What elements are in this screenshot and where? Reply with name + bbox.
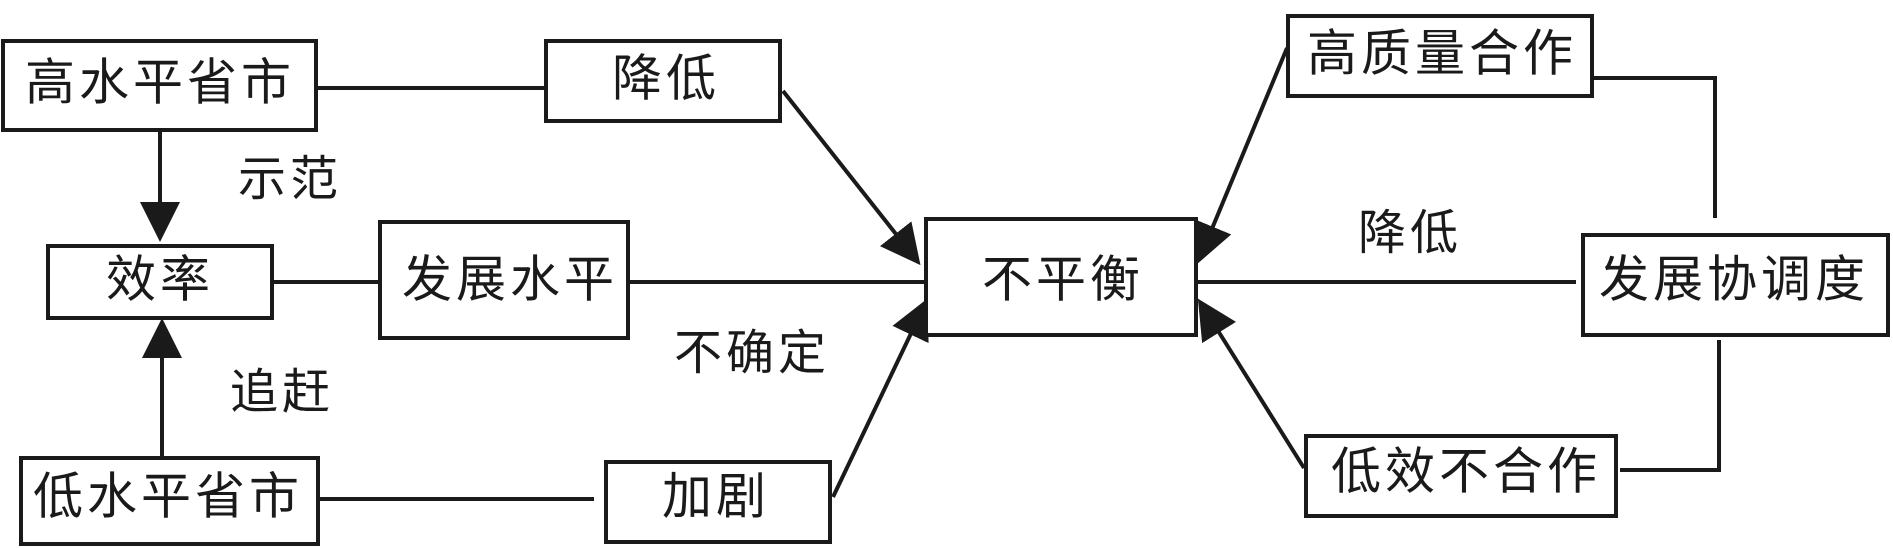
label-catch-up: 追赶	[230, 364, 334, 420]
node-high-quality-coop-label: 高质量合作	[1307, 25, 1577, 83]
node-efficiency-label: 效率	[106, 251, 214, 309]
arrow-aggravate-to-imbalance	[831, 298, 929, 498]
node-aggravate-label: 加剧	[662, 468, 770, 526]
node-dev-level-label: 发展水平	[402, 251, 618, 309]
node-low-province: 低水平省市	[19, 456, 320, 546]
label-demonstration: 示范	[238, 151, 342, 207]
node-high-province-label: 高水平省市	[25, 54, 295, 112]
node-dev-level: 发展水平	[378, 220, 630, 340]
node-efficiency: 效率	[46, 244, 274, 320]
node-high-province: 高水平省市	[1, 39, 318, 132]
label-reduce-right: 降低	[1358, 205, 1462, 261]
node-aggravate: 加剧	[604, 460, 832, 544]
label-uncertain: 不确定	[674, 325, 830, 381]
edge-coordination-to-lowefficiency	[1620, 340, 1721, 472]
node-reduce-top-label: 降低	[612, 50, 720, 108]
arrow-lowefficiency-to-imbalance	[1197, 298, 1306, 470]
node-high-quality-coop: 高质量合作	[1286, 14, 1594, 98]
edge-coordination-to-highquality	[1590, 76, 1717, 218]
node-imbalance-label: 不平衡	[982, 251, 1144, 309]
arrow-reduce-to-imbalance	[781, 89, 921, 266]
node-low-efficiency-noncoop: 低效不合作	[1304, 434, 1618, 518]
connectors	[140, 47, 1721, 501]
node-dev-coordination-label: 发展协调度	[1599, 251, 1869, 309]
arrow-highquality-to-imbalance	[1194, 47, 1289, 264]
node-dev-coordination: 发展协调度	[1581, 233, 1890, 337]
node-imbalance: 不平衡	[924, 217, 1198, 337]
node-low-province-label: 低水平省市	[33, 468, 303, 526]
node-low-efficiency-noncoop-label: 低效不合作	[1331, 443, 1601, 501]
node-reduce-top: 降低	[544, 39, 782, 123]
